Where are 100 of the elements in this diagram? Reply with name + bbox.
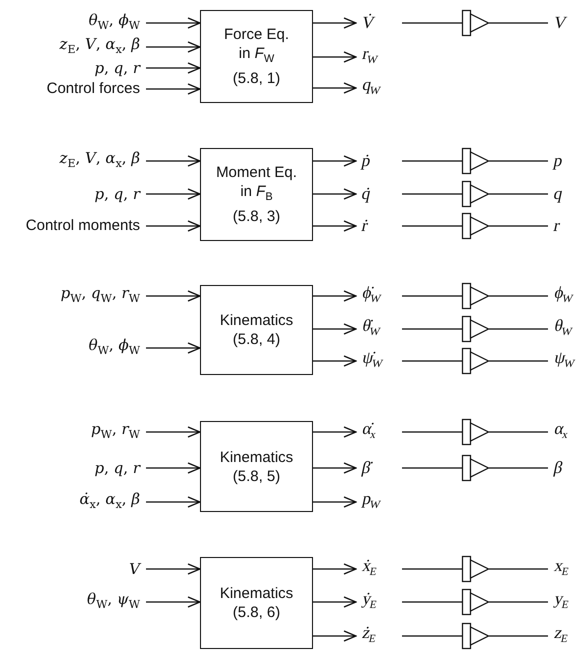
input-label: Control moments (26, 217, 145, 235)
arrow (146, 462, 201, 474)
box-text: Kinematics (220, 584, 294, 603)
input-label: V (129, 560, 145, 578)
box-text: (5.8, 3) (232, 207, 280, 226)
integrator-symbol (462, 181, 489, 207)
connector-line (402, 295, 462, 297)
box-text: in F$_{W}$ (238, 44, 274, 67)
arrow (146, 17, 201, 29)
integrator-symbol (462, 348, 489, 374)
derivative-label: p$_{W}$ (353, 488, 384, 516)
output-label: x$_{E}$ (545, 556, 572, 582)
derivative-label: ż$_{E}$ (353, 622, 380, 650)
connector-line (489, 193, 548, 195)
process-box (200, 285, 313, 375)
connector-line (402, 22, 462, 24)
integrator-symbol (462, 419, 489, 445)
input-label: p, q, r (94, 459, 145, 477)
derivative-label: ẋ$_{E}$ (353, 556, 380, 582)
integrator-symbol (462, 556, 489, 582)
arrow (146, 41, 201, 53)
derivative-label: q̇ (354, 184, 373, 204)
output-label: θ$_{W}$ (545, 316, 576, 342)
arrow (313, 426, 357, 438)
connector-line (489, 601, 548, 603)
output-label: r (546, 216, 562, 236)
derivative-label: V̇ (354, 13, 376, 33)
derivative-label: ṙ (354, 216, 370, 236)
derivative-label: ϕ̇$_{W}$ (353, 282, 384, 310)
process-box (200, 421, 313, 512)
integrator-symbol (462, 455, 489, 481)
box-text: Kinematics (220, 311, 294, 330)
box-text: (5.8, 5) (232, 466, 280, 486)
integrator-symbol (462, 589, 489, 615)
connector-line (402, 431, 462, 433)
input-label: p$_{W}$, q$_{W}$, r$_{W}$ (60, 284, 145, 308)
arrow (313, 82, 357, 94)
process-box (200, 557, 313, 649)
arrow (313, 17, 357, 29)
box-text: (5.8, 6) (232, 603, 280, 622)
connector-line (489, 160, 548, 162)
derivative-label: ẏ$_{E}$ (353, 588, 380, 616)
arrow (313, 220, 357, 232)
connector-line (489, 360, 548, 362)
arrow (146, 290, 201, 302)
connector-line (402, 360, 462, 362)
arrow (146, 155, 201, 167)
box-text: Moment Eq. (216, 163, 297, 182)
arrow (146, 220, 201, 232)
arrow (146, 342, 201, 354)
arrow (313, 188, 357, 200)
connector-line (489, 295, 548, 297)
process-box (200, 148, 313, 241)
output-label: p (546, 151, 565, 171)
integrator-symbol (462, 148, 489, 174)
arrow (146, 596, 201, 608)
derivative-label: r$_{W}$ (353, 44, 381, 70)
derivative-label: θ̇$_{W}$ (353, 316, 384, 342)
integrator-symbol (462, 213, 489, 239)
input-label: z$_{E}$, V, α$_{x}$, β (60, 35, 145, 59)
arrow (313, 51, 357, 63)
input-label: p$_{W}$, r$_{W}$ (91, 420, 145, 444)
input-label: θ$_{W}$, ϕ$_{W}$ (88, 11, 145, 35)
arrow (313, 596, 357, 608)
input-label: θ$_{W}$, ϕ$_{W}$ (88, 336, 145, 360)
arrow (146, 83, 201, 95)
derivative-label: ṗ (354, 151, 373, 171)
derivative-label: ψ̇$_{W}$ (353, 348, 386, 374)
arrow (313, 630, 357, 642)
arrow (313, 323, 357, 335)
connector-line (489, 568, 548, 570)
arrow (313, 563, 357, 575)
arrow (313, 290, 357, 302)
derivative-label: α̇$_{x}$ (353, 418, 380, 446)
output-label: ϕ$_{W}$ (545, 282, 576, 310)
connector-line (402, 193, 462, 195)
output-label: β (546, 458, 565, 478)
connector-line (402, 225, 462, 227)
connector-line (402, 568, 462, 570)
integrator-symbol (462, 316, 489, 342)
connector-line (489, 328, 548, 330)
output-label: V (546, 13, 568, 33)
output-label: α$_{x}$ (545, 418, 572, 446)
arrow (146, 563, 201, 575)
arrow (313, 155, 357, 167)
input-label: θ$_{W}$, ψ$_{W}$ (87, 590, 145, 614)
input-label: α̇$_{x}$, α$_{x}$, β (80, 490, 145, 514)
connector-line (489, 22, 548, 24)
box-text: (5.8, 4) (232, 330, 280, 349)
arrow (146, 62, 201, 74)
arrow (313, 355, 357, 367)
derivative-label: β̇ (354, 458, 373, 478)
output-label: z$_{E}$ (545, 622, 572, 650)
output-label: y$_{E}$ (545, 588, 572, 616)
arrow (313, 496, 357, 508)
box-text: (5.8, 1) (232, 69, 280, 88)
connector-line (402, 160, 462, 162)
integrator-symbol (462, 283, 489, 309)
connector-line (402, 467, 462, 469)
input-label: p, q, r (94, 185, 145, 203)
